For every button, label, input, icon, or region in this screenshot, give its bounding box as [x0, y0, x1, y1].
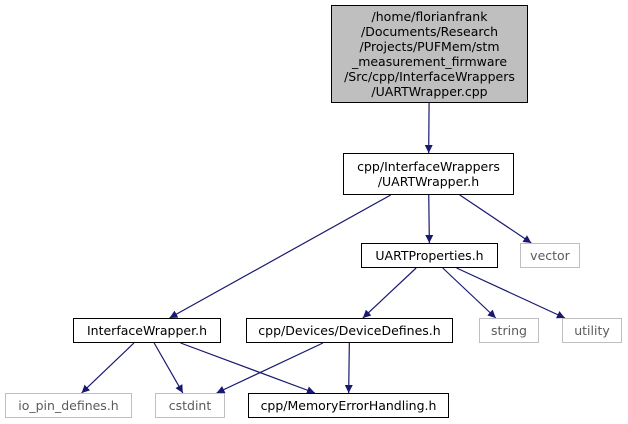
edge-devicedefines-h-to-memoryerrorhandling-h [344, 342, 353, 394]
edge-uartwrapper-h-to-vector [459, 194, 532, 244]
node-label-line: cpp/InterfaceWrappers [357, 159, 500, 174]
node-label-line: cstdint [168, 398, 212, 413]
node-label-line: _measurement_firmware [351, 54, 508, 69]
edge-interfacewrapper-h-to-cstdint [153, 342, 184, 394]
node-label-line: io_pin_defines.h [18, 398, 119, 413]
edge-uartwrapper-h-to-interfacewrapper-h [169, 194, 392, 319]
node-memoryerrorhandling-h[interactable]: cpp/MemoryErrorHandling.h [248, 393, 449, 418]
node-label-line: utility [574, 323, 610, 338]
node-label-line: /UARTWrapper.h [377, 174, 480, 189]
edge-devicedefines-h-to-cstdint [216, 342, 324, 394]
node-cstdint: cstdint [155, 393, 225, 418]
edge-uartwrapper-h-to-uartproperties-h [425, 194, 434, 244]
node-label-line: vector [530, 248, 570, 263]
node-root[interactable]: /home/florianfrank/Documents/Research/Pr… [331, 5, 528, 103]
node-devicedefines-h[interactable]: cpp/Devices/DeviceDefines.h [246, 318, 453, 343]
node-io-pin-defines-h: io_pin_defines.h [5, 393, 132, 418]
node-label-line: /Documents/Research [360, 24, 499, 39]
node-utility: utility [562, 318, 622, 343]
edge-uartproperties-h-to-utility [456, 267, 566, 319]
node-uartproperties-h[interactable]: UARTProperties.h [361, 243, 498, 268]
edge-uartproperties-h-to-devicedefines-h [362, 267, 417, 319]
node-label-line: /Projects/PUFMem/stm [359, 39, 500, 54]
edge-interfacewrapper-h-to-io-pin-defines-h [81, 342, 135, 394]
node-label-line: /home/florianfrank [371, 9, 488, 24]
node-label-line: InterfaceWrapper.h [86, 323, 207, 338]
node-label-line: string [491, 323, 527, 338]
node-vector: vector [520, 243, 580, 268]
node-label-line: /Src/cpp/InterfaceWrappers [344, 69, 515, 84]
node-string: string [479, 318, 539, 343]
node-label-line: UARTProperties.h [375, 248, 484, 263]
node-label-line: /UARTWrapper.cpp [371, 84, 488, 99]
node-interfacewrapper-h[interactable]: InterfaceWrapper.h [73, 318, 221, 343]
node-uartwrapper-h[interactable]: cpp/InterfaceWrappers/UARTWrapper.h [343, 153, 514, 195]
node-label-line: cpp/MemoryErrorHandling.h [260, 398, 437, 413]
edge-uartproperties-h-to-string [442, 267, 497, 319]
node-label-line: cpp/Devices/DeviceDefines.h [258, 323, 441, 338]
edge-interfacewrapper-h-to-memoryerrorhandling-h [180, 342, 316, 394]
